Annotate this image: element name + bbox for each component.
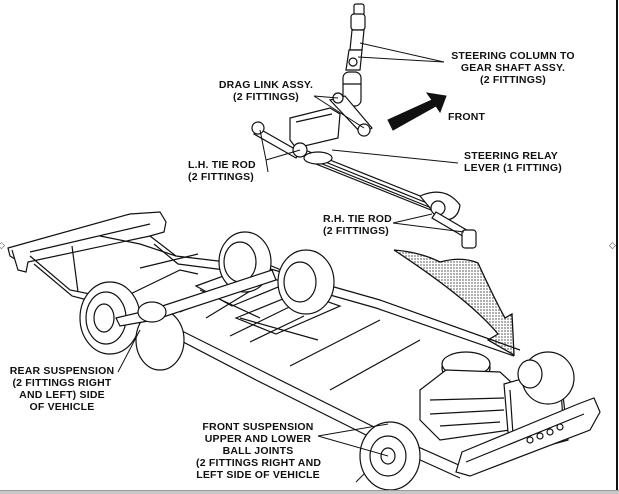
callout-steering-column-line3: (2 FITTINGS) xyxy=(480,74,546,86)
callout-front-suspension-line2: UPPER AND LOWER xyxy=(204,433,312,445)
callout-steering-column-line2: GEAR SHAFT ASSY. xyxy=(460,62,566,74)
callout-rear-suspension-line2: (2 FITTINGS RIGHT xyxy=(12,377,112,389)
rear-axle xyxy=(115,269,277,327)
front-bumper xyxy=(455,397,601,477)
callout-front-suspension-line3: BALL JOINTS xyxy=(222,445,294,457)
right-edge-marker: ◇ xyxy=(609,241,616,251)
leader-steering-column xyxy=(357,42,445,63)
image-right-border xyxy=(616,0,618,490)
callout-front-suspension: FRONT SUSPENSION UPPER AND LOWER BALL JO… xyxy=(196,421,322,481)
callout-lh-tie-rod-line1: L.H. TIE ROD xyxy=(188,159,256,171)
callout-steering-relay-line2: LEVER (1 FITTING) xyxy=(464,162,562,174)
callout-front-suspension-line1: FRONT SUSPENSION xyxy=(202,421,314,433)
callout-drag-link-line1: DRAG LINK ASSY. xyxy=(218,79,314,91)
image-bottom-border xyxy=(0,490,619,494)
callout-rh-tie-rod-line1: R.H. TIE ROD xyxy=(323,213,392,225)
front-label: FRONT xyxy=(448,111,486,123)
callout-drag-link: DRAG LINK ASSY. (2 FITTINGS) xyxy=(214,79,318,103)
rear-right-wheel xyxy=(218,231,335,315)
callout-lh-tie-rod: L.H. TIE ROD (2 FITTINGS) xyxy=(188,159,256,183)
leader-lines-linkage xyxy=(259,95,465,233)
callout-rear-suspension-line4: OF VEHICLE xyxy=(29,401,95,413)
callout-front-suspension-line5: LEFT SIDE OF VEHICLE xyxy=(196,469,320,481)
callout-front: FRONT xyxy=(448,111,485,123)
left-edge-marker: ◇ xyxy=(0,241,5,251)
rear-left-wheel xyxy=(79,281,185,371)
callout-steering-column-line1: STEERING COLUMN TO xyxy=(451,50,575,62)
callout-steering-relay: STEERING RELAY LEVER (1 FITTING) xyxy=(464,150,562,174)
front-arrow-icon xyxy=(387,92,447,131)
front-left-wheel xyxy=(359,421,421,491)
callout-steering-column: STEERING COLUMN TO GEAR SHAFT ASSY. (2 F… xyxy=(448,50,578,86)
callout-steering-relay-line1: STEERING RELAY xyxy=(464,150,559,162)
leader-lines-suspension xyxy=(117,329,389,483)
front-right-wheel xyxy=(517,351,575,405)
callout-rh-tie-rod-line2: (2 FITTINGS) xyxy=(323,225,389,237)
callout-rear-suspension: REAR SUSPENSION (2 FITTINGS RIGHT AND LE… xyxy=(6,365,118,413)
callout-rh-tie-rod: R.H. TIE ROD (2 FITTINGS) xyxy=(323,213,392,237)
steering-linkage xyxy=(251,92,477,249)
pointer-arrow xyxy=(393,249,515,357)
steering-column xyxy=(342,3,366,107)
callout-rear-suspension-line1: REAR SUSPENSION xyxy=(9,365,115,377)
callout-front-suspension-line4: (2 FITTINGS RIGHT AND xyxy=(196,457,322,469)
callout-drag-link-line2: (2 FITTINGS) xyxy=(233,91,299,103)
engine xyxy=(419,351,523,441)
callout-lh-tie-rod-line2: (2 FITTINGS) xyxy=(188,171,254,183)
callout-rear-suspension-line3: AND LEFT) SIDE xyxy=(19,389,105,401)
